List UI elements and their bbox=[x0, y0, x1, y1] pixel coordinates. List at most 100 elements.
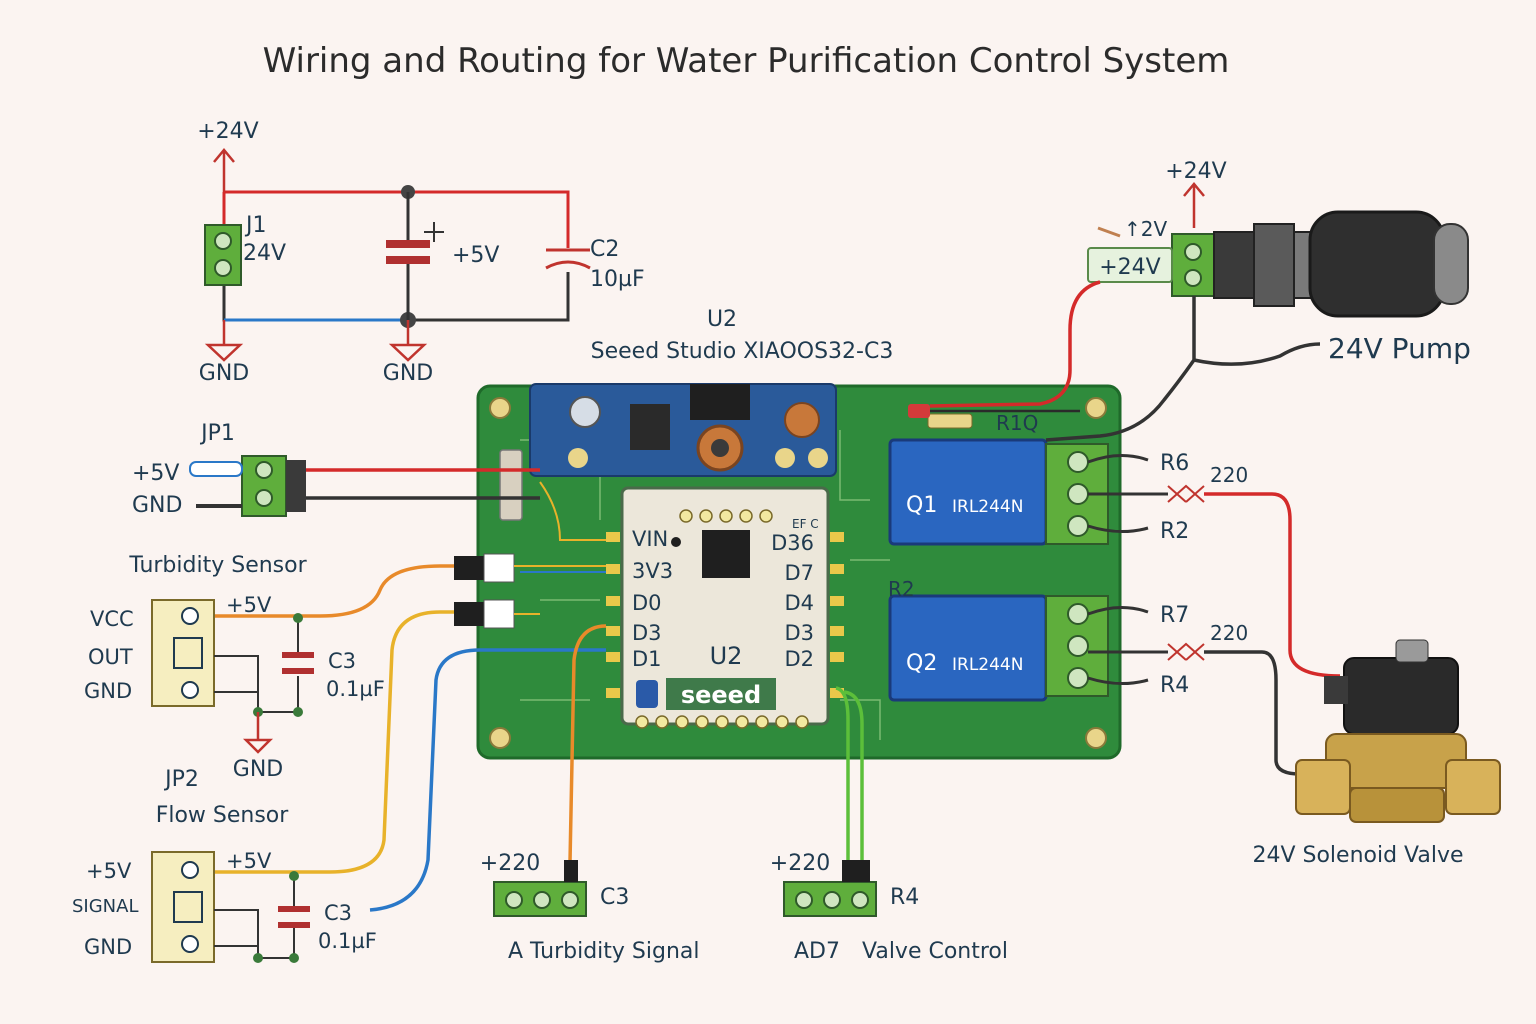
mcu-name: Seeed Studio XIAOOS32-C3 bbox=[591, 339, 894, 364]
turbidity-pin: OUT bbox=[88, 645, 133, 669]
valve-control-wire-b bbox=[843, 690, 864, 862]
relay-part: IRL244N bbox=[952, 497, 1023, 517]
flow-cap-value: 0.1µF bbox=[318, 929, 377, 953]
capacitor-c1 bbox=[386, 240, 430, 248]
gnd-mid-label: GND bbox=[383, 361, 433, 386]
mcu-ref: U2 bbox=[707, 307, 737, 332]
term-valve-ref: R4 bbox=[890, 885, 919, 910]
capacitor-c3-turbidity bbox=[282, 652, 314, 658]
flow-pin: GND bbox=[84, 935, 132, 959]
relay-q2: Q2 IRL244N bbox=[888, 594, 1109, 702]
term-turbidity-rail: +220 bbox=[480, 851, 540, 876]
resistor-220-2 bbox=[1167, 642, 1205, 661]
turbidity-signal-wire bbox=[568, 624, 607, 863]
mcu-pin-right: D36 bbox=[771, 531, 814, 555]
top-rail-wire bbox=[224, 190, 570, 248]
relay1-r-top: R6 bbox=[1160, 451, 1189, 476]
term-valve-pin-label: AD7 bbox=[794, 939, 840, 964]
diagram-title: Wiring and Routing for Water Purificatio… bbox=[263, 41, 1230, 81]
turbidity-pin: VCC bbox=[90, 607, 134, 631]
term-valve-label: Valve Control bbox=[862, 939, 1008, 964]
pump-connector-top: ↑2V bbox=[1124, 217, 1167, 241]
relay-q1: Q1 IRL244N bbox=[888, 438, 1109, 546]
relay2-r-bottom: R4 bbox=[1160, 673, 1189, 698]
jp1-connector[interactable] bbox=[241, 455, 306, 517]
relay2-r-value: 220 bbox=[1210, 621, 1248, 645]
turbidity-signal-terminal[interactable] bbox=[493, 860, 587, 917]
mcu-pin-right: D3 bbox=[784, 621, 814, 645]
term-valve-rail: +220 bbox=[770, 851, 830, 876]
turbidity-rail: +5V bbox=[226, 593, 272, 617]
j1-ref: J1 bbox=[244, 213, 267, 238]
mcu-pin-right: D4 bbox=[784, 591, 814, 615]
jp1-header bbox=[499, 449, 523, 521]
mcu-pin-left: 3V3 bbox=[632, 559, 673, 583]
regulator-chip bbox=[630, 404, 670, 450]
flow-rail: +5V bbox=[226, 849, 272, 873]
ground-symbol bbox=[242, 712, 274, 754]
flow-cap-ref: C3 bbox=[324, 901, 352, 925]
flow-ref: JP2 bbox=[163, 767, 199, 792]
mcu-pin-left: D0 bbox=[632, 591, 662, 615]
mcu-pins-right: D36 D7 D4 D3 D2 bbox=[771, 531, 814, 671]
turbidity-gnd: GND bbox=[233, 757, 283, 782]
valve-wire-black bbox=[1204, 650, 1301, 776]
potentiometer[interactable] bbox=[569, 396, 601, 428]
mcu-pin-left: D3 bbox=[632, 621, 662, 645]
relay2-r-top: R7 bbox=[1160, 603, 1189, 628]
c2-value: 10µF bbox=[590, 267, 645, 292]
relay-ref: Q2 bbox=[906, 651, 937, 676]
boot-button[interactable] bbox=[636, 680, 658, 708]
mounting-hole bbox=[1085, 397, 1107, 419]
turbidity-sensor bbox=[151, 599, 215, 707]
j1-value: 24V bbox=[243, 241, 286, 266]
valve-name: 24V Solenoid Valve bbox=[1252, 843, 1463, 868]
mcu-pin-right: D7 bbox=[784, 561, 814, 585]
pump-rail-label: +24V bbox=[1165, 159, 1226, 184]
valve-control-terminal[interactable] bbox=[783, 860, 877, 917]
gnd-left-label: GND bbox=[199, 361, 249, 386]
pump-name: 24V Pump bbox=[1328, 332, 1471, 365]
valve-control-wire-a bbox=[835, 686, 850, 862]
flow-wire-yellow bbox=[214, 610, 454, 874]
turbidity-title: Turbidity Sensor bbox=[128, 553, 307, 578]
pump-connector-label: +24V bbox=[1099, 255, 1160, 280]
solenoid-valve bbox=[1295, 639, 1501, 823]
relay1-r-bottom: R2 bbox=[1160, 519, 1189, 544]
turbidity-wire-orange bbox=[214, 564, 454, 618]
capacitor-c2 bbox=[545, 260, 591, 270]
buck-converter-module bbox=[529, 383, 837, 477]
relay-ref: Q1 bbox=[906, 493, 937, 518]
relay1-r-value: 220 bbox=[1210, 463, 1248, 487]
capacitor-c3-flow bbox=[278, 906, 310, 912]
term-turbidity-label: A Turbidity Signal bbox=[508, 939, 700, 964]
flow-signal-wire-blue bbox=[369, 648, 606, 912]
esp32-chip bbox=[702, 530, 750, 578]
term-turbidity-ref: C3 bbox=[600, 885, 629, 910]
relay-q2-label-above: R2 bbox=[888, 577, 915, 601]
ground-symbol bbox=[388, 320, 428, 362]
flow-title: Flow Sensor bbox=[156, 803, 290, 828]
mounting-hole bbox=[489, 397, 511, 419]
relay-part: IRL244N bbox=[952, 655, 1023, 675]
flow-pin: SIGNAL bbox=[72, 896, 139, 917]
valve-wire-red bbox=[1204, 492, 1341, 678]
turbidity-pin: GND bbox=[84, 679, 132, 703]
pump-wire-black bbox=[1045, 296, 1196, 442]
c1-label: +5V bbox=[452, 243, 499, 268]
mcu-pin-left: VIN bbox=[632, 527, 668, 551]
pump-motor bbox=[1308, 210, 1446, 318]
top-rail-label: +24V bbox=[197, 119, 258, 144]
jp1-pin1: +5V bbox=[132, 461, 179, 486]
mcu-chip-label: U2 bbox=[710, 642, 743, 670]
resistor-r1q bbox=[927, 413, 973, 429]
j1-terminal[interactable] bbox=[204, 224, 242, 286]
pump-resistor-ref: R1Q bbox=[996, 411, 1038, 435]
mcu-pins-left: VIN 3V3 D0 D3 D1 bbox=[632, 527, 673, 671]
mounting-hole bbox=[1085, 727, 1107, 749]
flow-pin: +5V bbox=[86, 859, 132, 883]
pump: +24V +24V ↑2V 24V Pump bbox=[1087, 159, 1471, 365]
pump-connector-label-box bbox=[1087, 247, 1173, 283]
turbidity-cap-value: 0.1µF bbox=[326, 677, 385, 701]
